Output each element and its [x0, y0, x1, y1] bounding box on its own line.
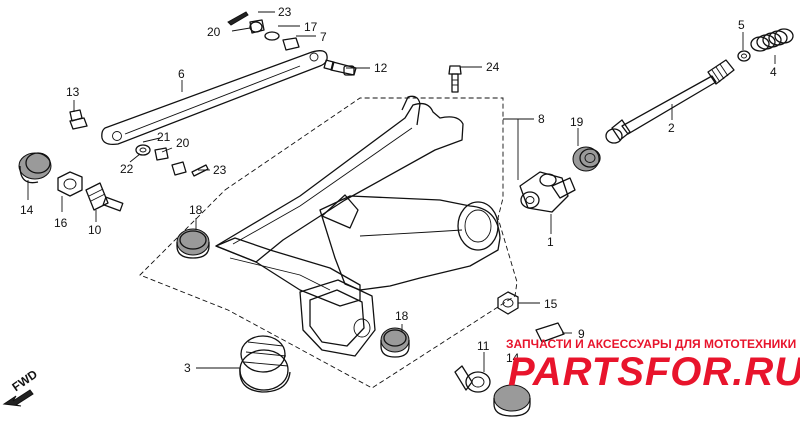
label-1: 1: [547, 235, 554, 249]
watermark-brand: PARTSFOR.RU: [508, 350, 800, 394]
dust-seal-part-14-left: [18, 152, 52, 184]
grease-fitting-part-13: [69, 109, 88, 130]
assembly-boundary: [139, 97, 518, 389]
watermark-caption: ЗАПЧАСТИ И АКСЕССУАРЫ ДЛЯ МОТОТЕХНИКИ: [506, 337, 796, 351]
label-18-right: 18: [395, 309, 409, 323]
swingarm-main-part: [215, 95, 501, 357]
label-15: 15: [544, 297, 558, 311]
label-5: 5: [738, 18, 745, 32]
label-11: 11: [477, 339, 490, 353]
label-3: 3: [184, 361, 191, 375]
pivot-bearing-part-18-right: [380, 327, 410, 358]
label-24: 24: [486, 60, 500, 74]
label-6: 6: [178, 67, 185, 81]
label-8: 8: [538, 112, 545, 126]
torque-link-part: [101, 50, 328, 146]
pivot-bolt-part-11: [454, 365, 491, 393]
label-13: 13: [66, 85, 80, 99]
label-14-left: 14: [20, 203, 34, 217]
label-19: 19: [570, 115, 584, 129]
label-4: 4: [770, 65, 777, 79]
dust-seal-part-14-right: [493, 384, 531, 417]
fwd-arrow-icon: [2, 389, 34, 407]
fwd-label: FWD: [9, 367, 40, 394]
nut-part-15: [497, 291, 519, 315]
collar-part-9: [535, 322, 565, 343]
lock-nut-part-16: [57, 171, 83, 197]
label-14-right: 14: [506, 351, 520, 365]
label-18-left: 18: [189, 203, 203, 217]
oil-seal-part-19: [572, 146, 601, 172]
label-23-mid: 23: [213, 163, 227, 177]
part-labels: 23 20 17 7 6 12 24 8 13 5 4 2 19 21 20 2…: [20, 5, 777, 375]
leader-lines: [27, 11, 776, 384]
label-2: 2: [668, 121, 675, 135]
bolt-part-24: [448, 65, 462, 93]
forward-direction-indicator: FWD: [2, 367, 40, 407]
swingarm-boot-part-3: [239, 335, 291, 393]
label-20-top: 20: [207, 25, 221, 39]
pivot-adjust-bolt-part-10: [85, 182, 124, 212]
label-12: 12: [374, 61, 388, 75]
label-23-top: 23: [278, 5, 292, 19]
universal-joint-part-1: [519, 171, 576, 213]
label-22: 22: [120, 162, 134, 176]
label-17: 17: [304, 20, 318, 34]
spring-part-4-and-washer-part-5: [737, 28, 794, 62]
label-10: 10: [88, 223, 102, 237]
label-7: 7: [320, 30, 327, 44]
label-9: 9: [578, 327, 585, 341]
watermark: ЗАПЧАСТИ И АКСЕССУАРЫ ДЛЯ МОТОТЕХНИКИ PA…: [506, 337, 800, 394]
mid-hardware-group: [135, 144, 209, 177]
label-20-mid: 20: [176, 136, 190, 150]
bolt-part-12: [323, 59, 357, 76]
pivot-bearing-part-18-left: [176, 228, 210, 259]
label-16: 16: [54, 216, 68, 230]
label-21: 21: [157, 130, 171, 144]
top-hardware-group: [227, 11, 300, 51]
drive-shaft-part-2: [605, 59, 735, 144]
